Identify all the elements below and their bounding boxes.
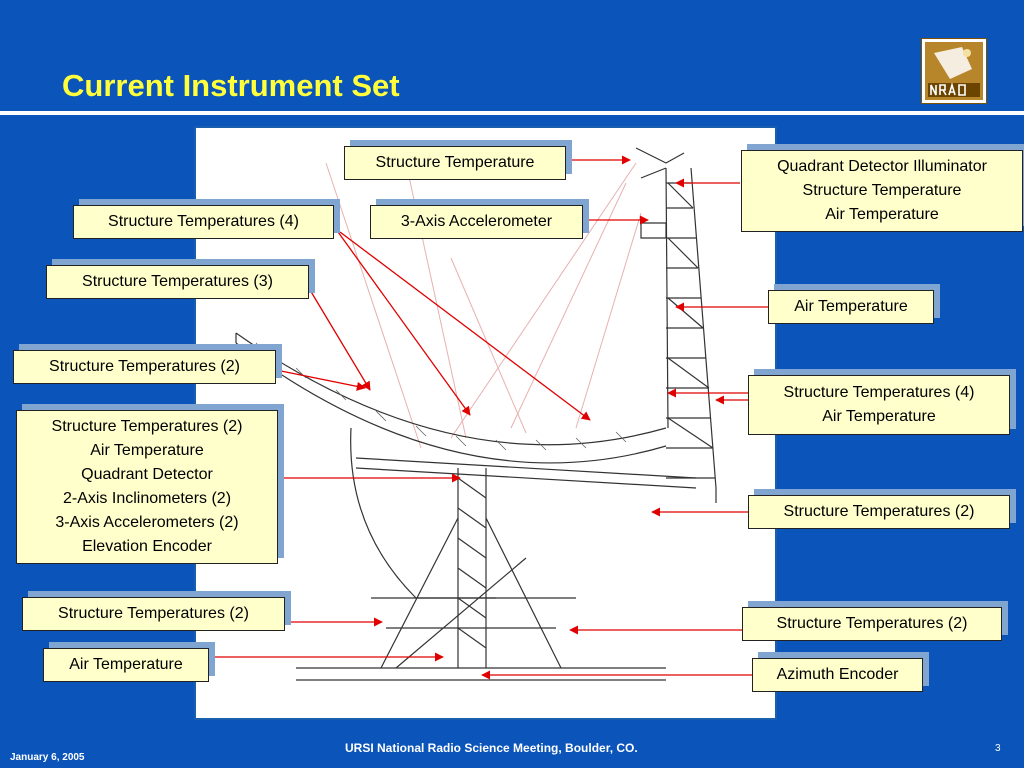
label-3-axis-accelerometer: 3-Axis Accelerometer [370, 205, 583, 239]
label-air-temperature-left: Air Temperature [43, 648, 209, 682]
label-azimuth-encoder: Azimuth Encoder [752, 658, 923, 692]
footer-page-number: 3 [995, 743, 1001, 754]
label-air-temperature-right: Air Temperature [768, 290, 934, 324]
label-structure-temperatures-2-right-b: Structure Temperatures (2) [742, 607, 1002, 641]
left-group-line-2: Air Temperature [90, 442, 204, 459]
footer-meeting: URSI National Radio Science Meeting, Bou… [345, 741, 638, 755]
label-left-instrument-group: Structure Temperatures (2) Air Temperatu… [16, 410, 278, 564]
nrao-logo [921, 38, 987, 104]
label-structure-temperatures-4-left: Structure Temperatures (4) [73, 205, 334, 239]
label-structure-temperatures-2-right-a: Structure Temperatures (2) [748, 495, 1010, 529]
slide-title: Current Instrument Set [62, 68, 400, 103]
label-structure-temperature-top: Structure Temperature [344, 146, 566, 180]
label-right-top-group: Quadrant Detector Illuminator Structure … [741, 150, 1023, 232]
right-top-line-1: Quadrant Detector Illuminator [777, 158, 987, 175]
right-mid-line-2: Air Temperature [822, 408, 936, 425]
footer-date: January 6, 2005 [10, 752, 85, 763]
label-structure-temperatures-2-left-b: Structure Temperatures (2) [22, 597, 285, 631]
right-top-line-3: Air Temperature [825, 206, 939, 223]
title-divider [0, 111, 1024, 115]
label-structure-temperatures-2-left-a: Structure Temperatures (2) [13, 350, 276, 384]
left-group-line-1: Structure Temperatures (2) [51, 418, 243, 435]
right-top-line-2: Structure Temperature [802, 182, 962, 199]
label-right-mid-group: Structure Temperatures (4) Air Temperatu… [748, 375, 1010, 435]
left-group-line-6: Elevation Encoder [82, 538, 212, 555]
right-mid-line-1: Structure Temperatures (4) [783, 384, 975, 401]
label-structure-temperatures-3: Structure Temperatures (3) [46, 265, 309, 299]
left-group-line-5: 3-Axis Accelerometers (2) [55, 514, 239, 531]
left-group-line-3: Quadrant Detector [81, 466, 213, 483]
left-group-line-4: 2-Axis Inclinometers (2) [62, 490, 232, 507]
